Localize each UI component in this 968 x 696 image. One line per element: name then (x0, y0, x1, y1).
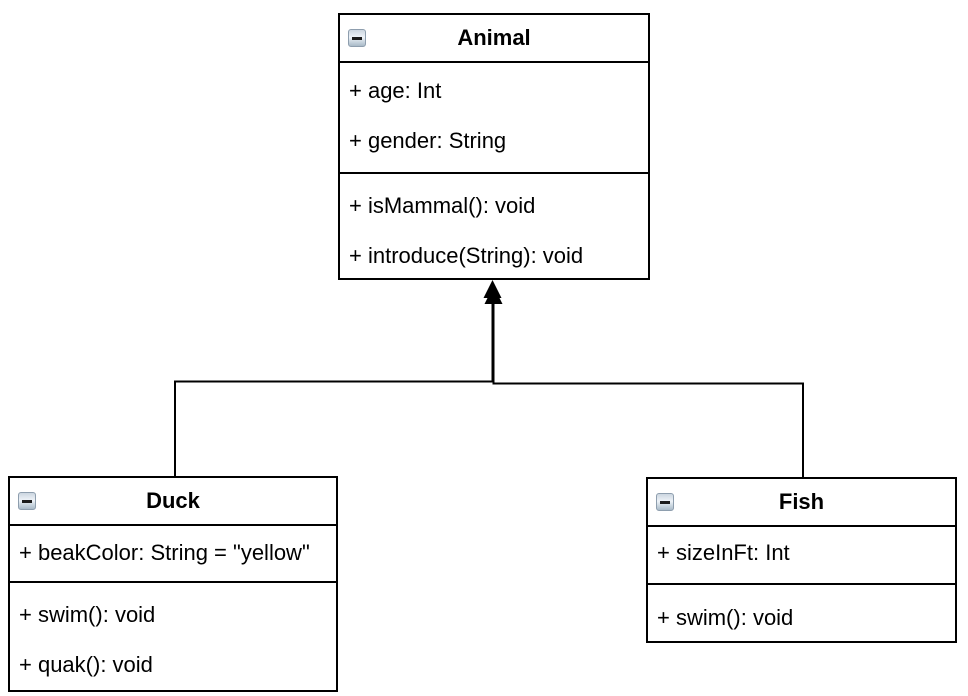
class-box-animal[interactable]: Animal + age: Int + gender: String + isM… (338, 13, 650, 280)
inheritance-connector-duck-to-animal[interactable] (174, 280, 502, 477)
class-title: Duck (146, 488, 200, 513)
class-box-duck[interactable]: Duck + beakColor: String = "yellow" + sw… (8, 476, 338, 692)
inheritance-connector-fish-to-animal[interactable] (484, 286, 804, 478)
method-row: + isMammal(): void (349, 193, 536, 218)
method-row: + quak(): void (19, 652, 153, 677)
class-box-fish[interactable]: Fish + sizeInFt: Int + swim(): void (646, 477, 957, 643)
class-header-animal[interactable]: Animal (340, 15, 648, 63)
methods-section-fish: + swim(): void (648, 585, 955, 643)
class-header-duck[interactable]: Duck (10, 478, 336, 526)
methods-section-animal: + isMammal(): void + introduce(String): … (340, 174, 648, 281)
attributes-section-fish: + sizeInFt: Int (648, 527, 955, 585)
collapse-minus-icon[interactable] (656, 493, 674, 511)
inheritance-line-duck[interactable] (174, 294, 494, 477)
attribute-row: + age: Int (349, 78, 442, 103)
inheritance-arrowhead-fish (484, 286, 503, 304)
minus-glyph (22, 499, 32, 503)
method-row: + swim(): void (657, 605, 794, 630)
minus-glyph (660, 500, 670, 504)
collapse-minus-icon[interactable] (348, 29, 366, 47)
class-header-fish[interactable]: Fish (648, 479, 955, 527)
inheritance-line-fish[interactable] (492, 300, 804, 478)
class-title: Fish (778, 489, 825, 514)
attribute-row: + sizeInFt: Int (657, 540, 790, 565)
attribute-row: + gender: String (349, 128, 507, 153)
collapse-minus-icon[interactable] (18, 492, 36, 510)
minus-glyph (352, 36, 362, 40)
attributes-section-duck: + beakColor: String = "yellow" (10, 526, 336, 583)
attribute-row: + beakColor: String = "yellow" (19, 540, 310, 565)
attributes-section-animal: + age: Int + gender: String (340, 63, 648, 174)
method-row: + introduce(String): void (349, 243, 584, 268)
method-row: + swim(): void (19, 602, 156, 627)
methods-section-duck: + swim(): void + quak(): void (10, 583, 336, 690)
class-title: Animal (457, 25, 531, 50)
inheritance-arrowhead-duck (483, 280, 502, 298)
